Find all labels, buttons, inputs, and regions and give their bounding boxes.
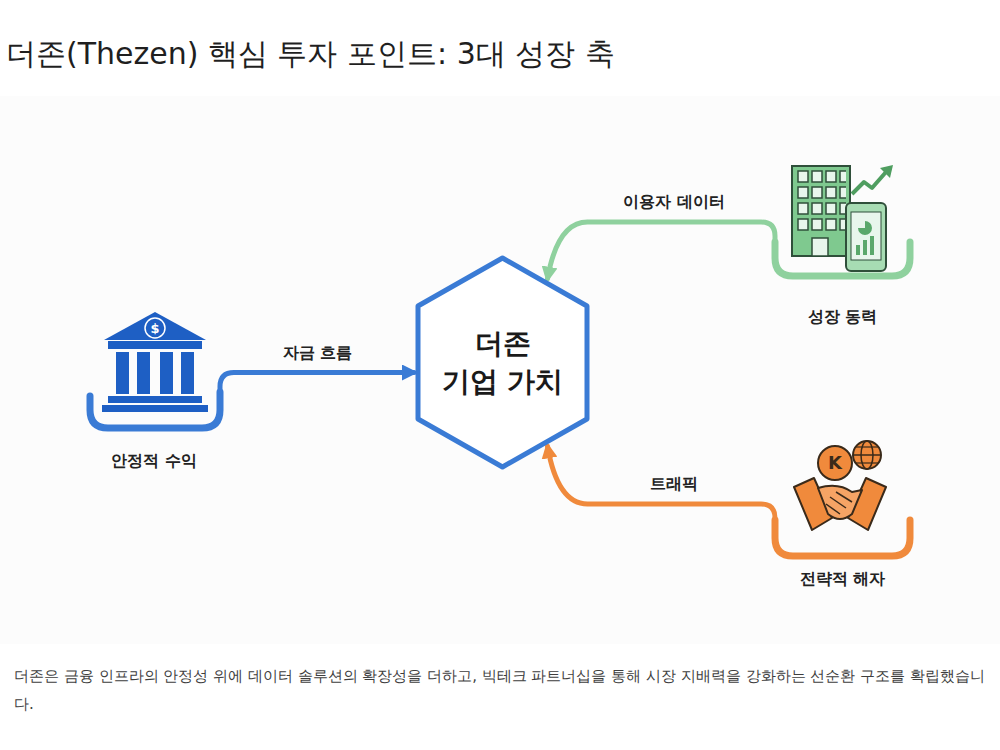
blue-bracket <box>90 392 220 428</box>
hexagon-outline <box>415 255 590 470</box>
green-bracket <box>775 242 910 276</box>
pillar-label: 전략적 해자 <box>800 568 886 590</box>
building-icon <box>792 165 893 271</box>
hub-title: 더존 기업 가치 <box>442 325 564 401</box>
pillar-node: 전략적 해자 <box>775 440 910 590</box>
flow-arrow <box>548 222 776 279</box>
orange-bracket <box>775 520 910 556</box>
pillar-label: 성장 동력 <box>808 306 878 328</box>
pillar-label: 안정적 수익 <box>111 450 197 472</box>
icon-glyph: $ <box>150 322 159 335</box>
flow-label: 트래픽 <box>646 473 702 495</box>
icon-glyph: K <box>828 454 842 472</box>
caption-text: 더존은 금융 인프라의 안정성 위에 데이터 솔루션의 확장성을 더하고, 빅테… <box>14 662 989 718</box>
page-title: 더존(Thezen) 핵심 투자 포인트: 3대 성장 축 <box>6 34 615 74</box>
handshake-icon <box>794 441 886 530</box>
pillar-node: 성장 동력 <box>775 160 910 328</box>
hub-hexagon: 더존 기업 가치 <box>415 255 590 470</box>
bank-icon <box>102 312 208 412</box>
flow-label: 이용자 데이터 <box>619 191 729 213</box>
flow-arrow <box>220 373 414 393</box>
flow-label: 자금 흐름 <box>279 342 357 364</box>
flow-arrow <box>548 446 776 520</box>
